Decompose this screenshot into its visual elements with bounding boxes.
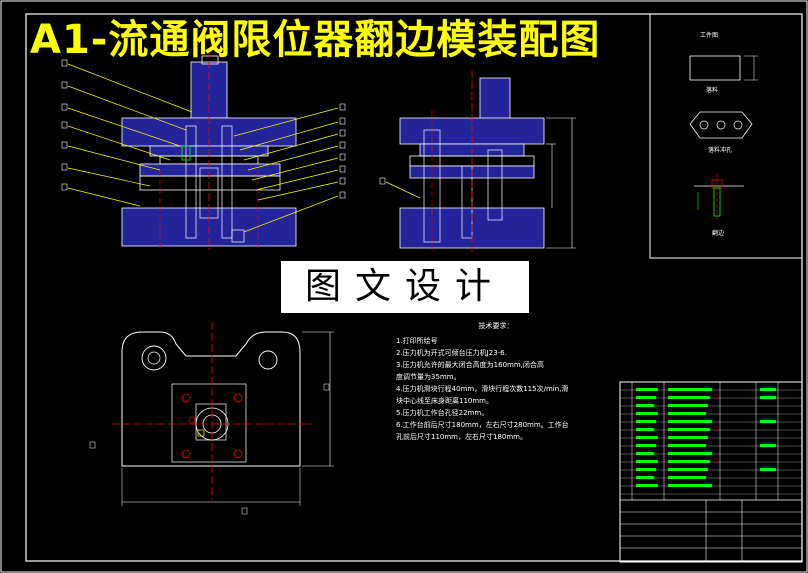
technical-requirement-line: 2.压力机为开式可倾台压力机J23-6. <box>396 349 507 357</box>
workpiece-label-blanking-punching: 落料冲孔 <box>708 147 733 154</box>
plan-view <box>89 322 334 515</box>
technical-requirement-line: 3.压力机允许的最大闭合高度为160mm,闭合高 <box>396 361 544 369</box>
technical-requirements: 技术要求： 1.打印所绘号 2.压力机为开式可倾台压力机J23-6. 3.压力机… <box>396 320 596 443</box>
watermark-stamp: 图文设计 <box>279 259 531 315</box>
sheet-inner-border <box>25 13 803 562</box>
front-view-left-balloons <box>61 59 68 191</box>
side-section-view <box>379 70 576 252</box>
technical-requirements-heading: 技术要求： <box>478 322 514 330</box>
front-view-left-leaders <box>67 63 193 207</box>
workpiece-label-flanging: 翻边 <box>712 230 725 237</box>
technical-requirement-line: 度调节量为35mm。 <box>396 373 461 381</box>
front-section-view <box>121 50 297 250</box>
technical-requirement-line: 6.工作台前后尺寸180mm，左右尺寸280mm。工作台 <box>396 421 569 429</box>
drawing-title: A1-流通阀限位器翻边模装配图 <box>30 17 601 63</box>
workpiece-label-blanking: 落料 <box>706 87 719 94</box>
technical-requirement-line: 孔前后尺寸110mm，左右尺寸180mm。 <box>396 433 527 441</box>
workpiece-panel <box>649 13 803 259</box>
technical-requirement-line: 1.打印所绘号 <box>396 337 438 345</box>
technical-requirement-line: 块中心线至床身距离110mm。 <box>396 397 493 405</box>
front-view-right-balloons <box>339 103 346 199</box>
workpiece-header: 工件图 <box>700 32 719 39</box>
front-view-right-leaders <box>233 107 339 233</box>
parts-list-title-block <box>619 381 803 563</box>
technical-requirement-line: 4.压力机滑块行程40mm，滑块行程次数115次/min,滑 <box>396 385 569 393</box>
technical-requirement-line: 5.压力机工作台孔径22mm。 <box>396 409 489 417</box>
